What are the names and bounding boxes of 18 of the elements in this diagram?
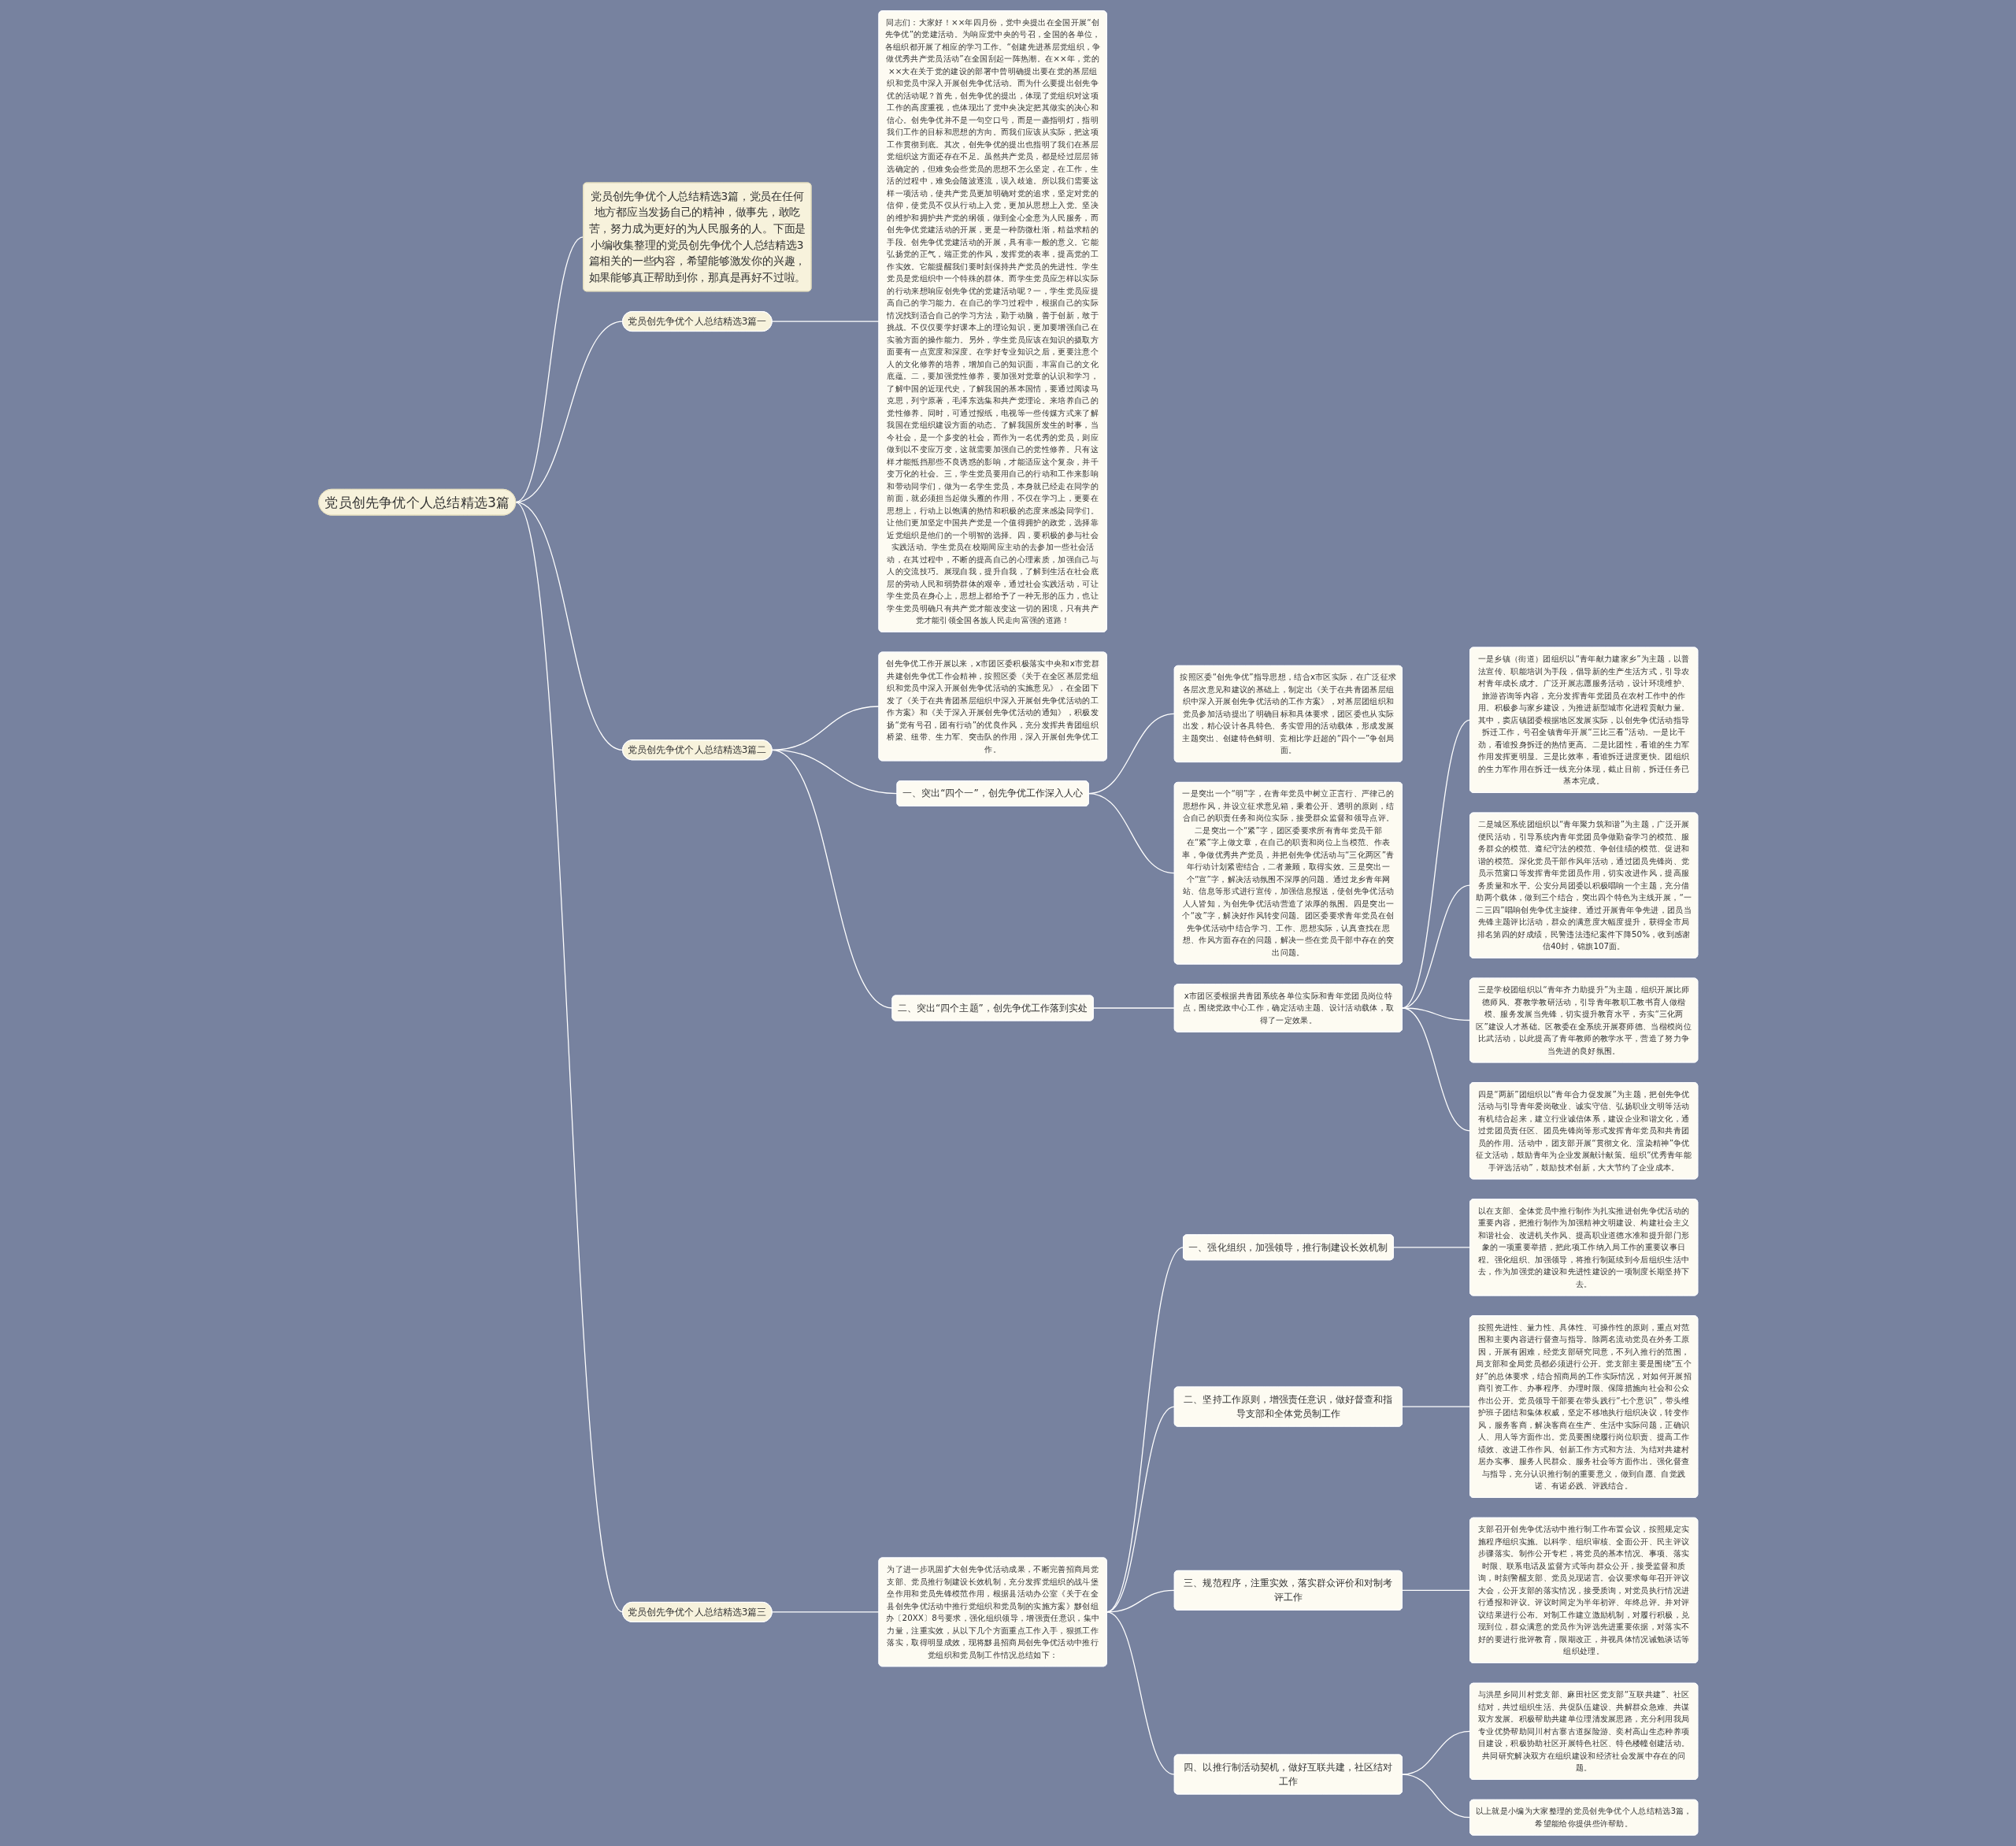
connector (1106, 1247, 1184, 1613)
connector (1092, 1007, 1175, 1009)
connector (771, 749, 893, 1009)
connector (514, 502, 623, 1613)
connector (1106, 1589, 1175, 1613)
mind-map-drawing: 党员创先争优个人总结精选3篇 党员创先争优个人总结精选3篇，党员在任何地方都应当发扬自己的精神，做事先，敢吃苦，努力成为更好的为人民服务的人。下面是小编收集整理的党员创先争优个人总结精选3篇相关的一些内容，希望能够激发你的兴趣，如果能够真正帮助到你，那真是再好不过啦。 党员创先争优个人总结精选3篇一 同志们：大家好！××年四月份，党中央提出在全国开展“创先争优”的党建活动。为响应党中央的号召，全国的各单位，各组织都开展了相应的学习工作。“创建先进基层党组织，争做优秀共产党员活动”在全国刮起一阵热潮。在××年，党的××大在关于党的建设的部署中曾明确提出要在党的基层组织和党员中深入开展创先争优活动。而为什么要提出创先争优的活动呢？首先，创先争优的提出，体现了党组织对这项工作的高度重视，也体现出了党中央决定把其做实的决心和信心。创先争优并不是一句空口号，而是一盏指明灯，指明我们工作的目标和思想的方向。而我们应该从实际，把这项工作贯彻到底。其次，创先争优的提出也指明了我们在基层党组织这方面还存在不足。虽然共产党员，都是经过层层筛选确定的，但难免会些党员的思想不怎么坚定，在工作，生活的过程中，难免会随波逐流，误入歧途。所以我们需要这样一项活动，使共产党员更加明确对党的追求，坚定对党的信仰，使党员不仅从行动上入党，更加从思想上入党。坚决的维护和拥护共产党的纲领，做到全心全意为人民服务，而创先争优党建活动的开展，更是一种防微杜渐，精益求精的手段。创先争优党建活动的开展，具有非一般的意义。它能弘扬党的正气，端正党的作风，发挥党的表率，提高党的工作实效。它能提醒我们要时刻保持共产党员的先进性。学生党员是党组织中一个特殊的群体。而学生党员应怎样以实际的行动来想响应创先争优的党建活动呢？一，学生党员应提高自己的学习能力。在自己的学习过程中，根据自己的实际情况找到适合自己的学习方法，勤于动脑，善于创新，敢于挑战。不仅仅要学好课本上的理论知识，更加要增强自己在实验方面的操作能力。另外，学生党员应该在知识的摄取方面要有一点宽度和深度。在学好专业知识之后，更要注意个人的文化修养的培养，增加自己的知识面，丰富自己的文化底蕴。二，要加强党性修养，要加强对党章的认识和学习，了解中国的近现代史，了解我国的基本国情，要通过阅读马克思，列宁原著，毛泽东选集和共产党理论。来培养自己的党性修养。同时，可通过报纸，电视等一些传媒方式来了解我国在党组织建设方面的动态。了解我国所发生的时事，当今社会，是一个多变的社会，而作为一名优秀的党员，则应做到以不变应万变，这就需要加强自己的党性修养。只有这样才能抵挡那些不良诱惑的影响，才能适应这个复杂，并千变万化的社会。三，学生党员要用自己的行动和工作来影响和带动同学们，做为一名学生党员，本身就已经走在同学的前面，就必须担当起做头雁的作用，不仅在学习上，更要在思想上，行动上以饱满的热情和积极的态度来感染同学们。让他们更加坚定中国共产党是一个值得拥护的政党，选择靠近党组织是他们的一个明智的选择。四，要积极的参与社会实践活动。学生党员在校期间应主动的去参加一些社会活动，在其过程中，不断的提高自己的心理素质，加强自己与人的交流技巧。展现自我，提升自我，了解到生活在社会底层的劳动人民和弱势群体的艰辛，通过社会实践活动，可让学生党员在身心上，思想上都给予了一种无形的压力，也让学生党员明确只有共产党才能改变这一切的困境，只有共产党才能引领全国各族人民走向富强的道路！ 党员创先争优个人总结精选3篇二 创先争优工作开展以来，x市团区委积极落实中央和x市党群共建创先争优工作会精神，按照区委《关于在全区基层党组织和党员中深入开展创先争优活动的实施意见》，在全团下发了《关于在共青团基层组织中深入开展创先争优活动的工作方案》和《关于深入开展创先争优活动的通知》，积极发扬“党有号召，团有行动”的优良作风，充分发挥共青团组织桥梁、纽带、生力军、突击队的作用，深入开展创先争优工作。 一、突出“四个一”，创先争优工作深入人心 按照区委“创先争优”指导思想，结合x市区实际，在广泛征求各层次意见和建议的基础上，制定出《关于在共青团基层组织中深入开展创先争优活动的工作方案》，对基层团组织和党员参加活动提出了明确目标和具体要求，团区委也从实际出发，精心设计各具特色、务实管用的活动载体，形成发展主题突出、创建特色鲜明、竞相比学赶超的“四个一”争创局面。 一是突出一个“明”字，在青年党员中树立正言行、严律己的思想作风，并设立征求意见箱，秉着公开、透明的原则，结合自己的职责任务和岗位实际，接受群众监督和领导点评。二是突出一个“紧”字，团区委要求所有青年党员干部在“紧”字上做文章，在自己的职责和岗位上当模范、作表率，争做优秀共产党员，并把创先争优活动与“三化两区”青年行动计划紧密结合，二者兼顾，取得实效。三是突出一个“宣”字，解决活动氛围不深厚的问题。通过龙乡青年网站、信息等形式进行宣传，加强信息报送，使创先争优活动人人皆知，为创先争优活动营造了浓厚的氛围。四是突出一个“改”字，解决好作风转变问题。团区委要求青年党员在创先争优活动中结合学习、工作、思想实际，认真查找在思想、作风方面存在的问题，解决一些在党员干部中存在的突出问题。 二、突出“四个主题”，创先争优工作落到实处 x市团区委根据共青团系统各单位实际和青年党团员岗位特点，围绕党政中心工作，确定活动主题、设计活动载体，取得了一定效果。 一是乡镇（街道）团组织以“青年献力建家乡”为主题，以普法宣传、职能培训为手段，倡导新的生产生活方式，引导农村青年成长成才。广泛开展志愿服务活动，设计环境维护、旅游咨询等内容，充分发挥青年党团员在农村工作中的作用。积极参与家乡建设，为推进新型城市化进程贡献力量。其中，窦店镇团委根据地区发展实际，以创先争优活动指导拆迁工作，号召全镇青年开展“三比三看”活动。一是比干劲，看谁投身拆迁的热情更高。二是比团性，看谁的生力军作用发挥更明显。三是比效率，看谁拆迁进度更快。团组织的生力军作用在拆迁一线充分体现，截止目前，拆迁任务已基本完成。 二是城区系统团组织以“青年聚力筑和谐”为主题，广泛开展便民活动，引导系统内青年党团员争做勤奋学习的模范、服务群众的模范、遵纪守法的模范、争创佳绩的模范、促进和谐的模范。深化党员干部作风年活动，通过团员先锋岗、党员示范窗口等发挥青年党团员作用，切实改进作风，提高服务质量和水平。公安分局团委以积极唱响一个主题，充分借助两个载体，做到三个结合，突出四个特色为主线开展，“一二三四”唱响创先争优主旋律。通过开展青年争先进，团员当先锋主题评比活动，群众的满意度大幅度提升，获得全市局排名第四的好成绩，民警违法违纪案件下降50%，收到感谢信40封，锦旗107面。 三是学校团组织以“青年齐力助提升”为主题，组织开展比师德师风、赛教学教研活动，引导青年教职工教书育人做楷模、服务发展当先锋，切实提升教育水平，夯实“三化两区”建设人才基础。区教委在全系统开展赛师德、当楷模岗位比武活动，以此提高了青年教师的教学水平，营造了努力争当先进的良好氛围。 四是“两新”团组织以“青年合力促发展”为主题，把创先争优活动与引导青年爱岗敬业、诚实守信、弘扬职业文明等活动有机结合起来，建立行业诚信体系，建设企业和谐文化，通过党团员责任区、团员先锋岗等形式发挥青年党员和共青团员的作用。活动中，团支部开展“贯彻文化、渲染精神”争优征文活动，鼓励青年为企业发展献计献策。组织“优秀青年能手评选活动”，鼓励技术创新，大大节约了企业成本。 党员创先争优个人总结精选3篇三 为了进一步巩固扩大创先争优活动成果，不断完善招商局党支部、党员推行制建设长效机制，充分发挥党组织的战斗堡垒作用和党员先锋模范作用，根据县活动办公室《关于在全县创先争优活动中推行党组织和党员制的实施方案》黟创组办〔20XX〕8号要求，强化组织领导，增强责任意识，集中力量，注重实效，从以下几个方面重点工作入手，狠抓工作落实，取得明显成效，现将黟县招商局创先争优活动中推行党组织和党员制工作情况总结如下： 一、强化组织，加强领导，推行制建设长效机制 以在支部、全体党员中推行制作为扎实推进创先争优活动的重要内容，把推行制作为加强精神文明建设、构建社会主义和谐社会、改进机关作风、提高职业道德水准和提升部门形象的一项重要举措，把此项工作纳入局工作的重要议事日程。强化组织、加强领导，将推行制延续到今后组织生活中去，作为加强党的建设和先进性建设的一项制度长期坚持下去。 二、坚持工作原则，增强责任意识，做好督查和指导支部和全体党员制工作 按照先进性、量力性、具体性、可操作性的原则，重点对范围和主要内容进行督查与指导。除两名流动党员在外务工原因，开展有困难，经党支部研究同意，不列入推行的范围，局支部和全局党员都必须进行公开。党支部主要是围绕“五个好”的总体要求，结合招商局的工作实际情况，对如何开展招商引资工作、办事程序、办理时限、保障措施向社会和公众作出公开。党员领导干部要在带头践行“七个意识”，带头维护班子团结和集体权威，坚定不移地执行组织决议，转变作风，服务客商，解决客商在生产、生活中实际问题，正确识人、用人等方面作出。党员要围绕履行岗位职责、提高工作绩效、改进工作作风、创新工作方式和方法、为结对共建村居办实事、服务人民群众、服务社会等方面作出。强化督查与指导，充分认识推行制的重要意义，做到自愿、自觉践诺、有诺必践、评践结合。 三、规范程序，注重实效，落实群众评价和对制考评工作 支部召开创先争优活动中推行制工作布置会议，按照规定实施程序组织实施。以科学、组织审核、全面公开、民主评议步骤落实。制作公开专栏，将党员的基本情况、事项、落实时限、联系电话及监督方式等向群众公开，接受监督和质询，时刻警醒支部、党员兑现诺言。会议要求每年召开评议大会，公开支部的落实情况，接受质询，对党员执行情况进行通报和评议。评议时间定为半年初评、年终总评。并对评议结果进行公布。对制工作建立激励机制，对履行积极，兑现到位，群众满意的党员作为评选先进重要依据，对落实不好的要进行批评教育，限期改正，并视具体情况诫勉谈话等组织处理。 四、以推行制活动契机，做好互联共建，社区结对工作 与洪星乡同川村党支部、麻田社区党支部“互联共建”、社区结对，共过组织生活、共促队伍建设、共解群众急难、共谋双方发展。积极帮助共建单位理清发展思路，充分利用我局专业优势帮助同川村古寨古道探险游、奕村高山生态种养项目建设，积极协助社区开展特色社区、特色楼幢创建活动。共同研究解决双方在组织建设和经济社会发展中存在的问题。 以上就是小编为大家整理的党员创先争优个人总结精选3篇，希望能给你提供些许帮助。 (313, 6, 1703, 1840)
connector (771, 1611, 880, 1613)
connector (1401, 1406, 1470, 1407)
connector (1106, 1611, 1175, 1775)
connector (514, 502, 623, 751)
connector (1401, 1589, 1470, 1592)
connector (1401, 1007, 1470, 1132)
connector (771, 321, 880, 322)
connector (1392, 1247, 1470, 1248)
connector (1401, 1774, 1470, 1818)
connector (1401, 1730, 1470, 1775)
connector (1106, 1406, 1175, 1613)
connector (1088, 792, 1175, 874)
